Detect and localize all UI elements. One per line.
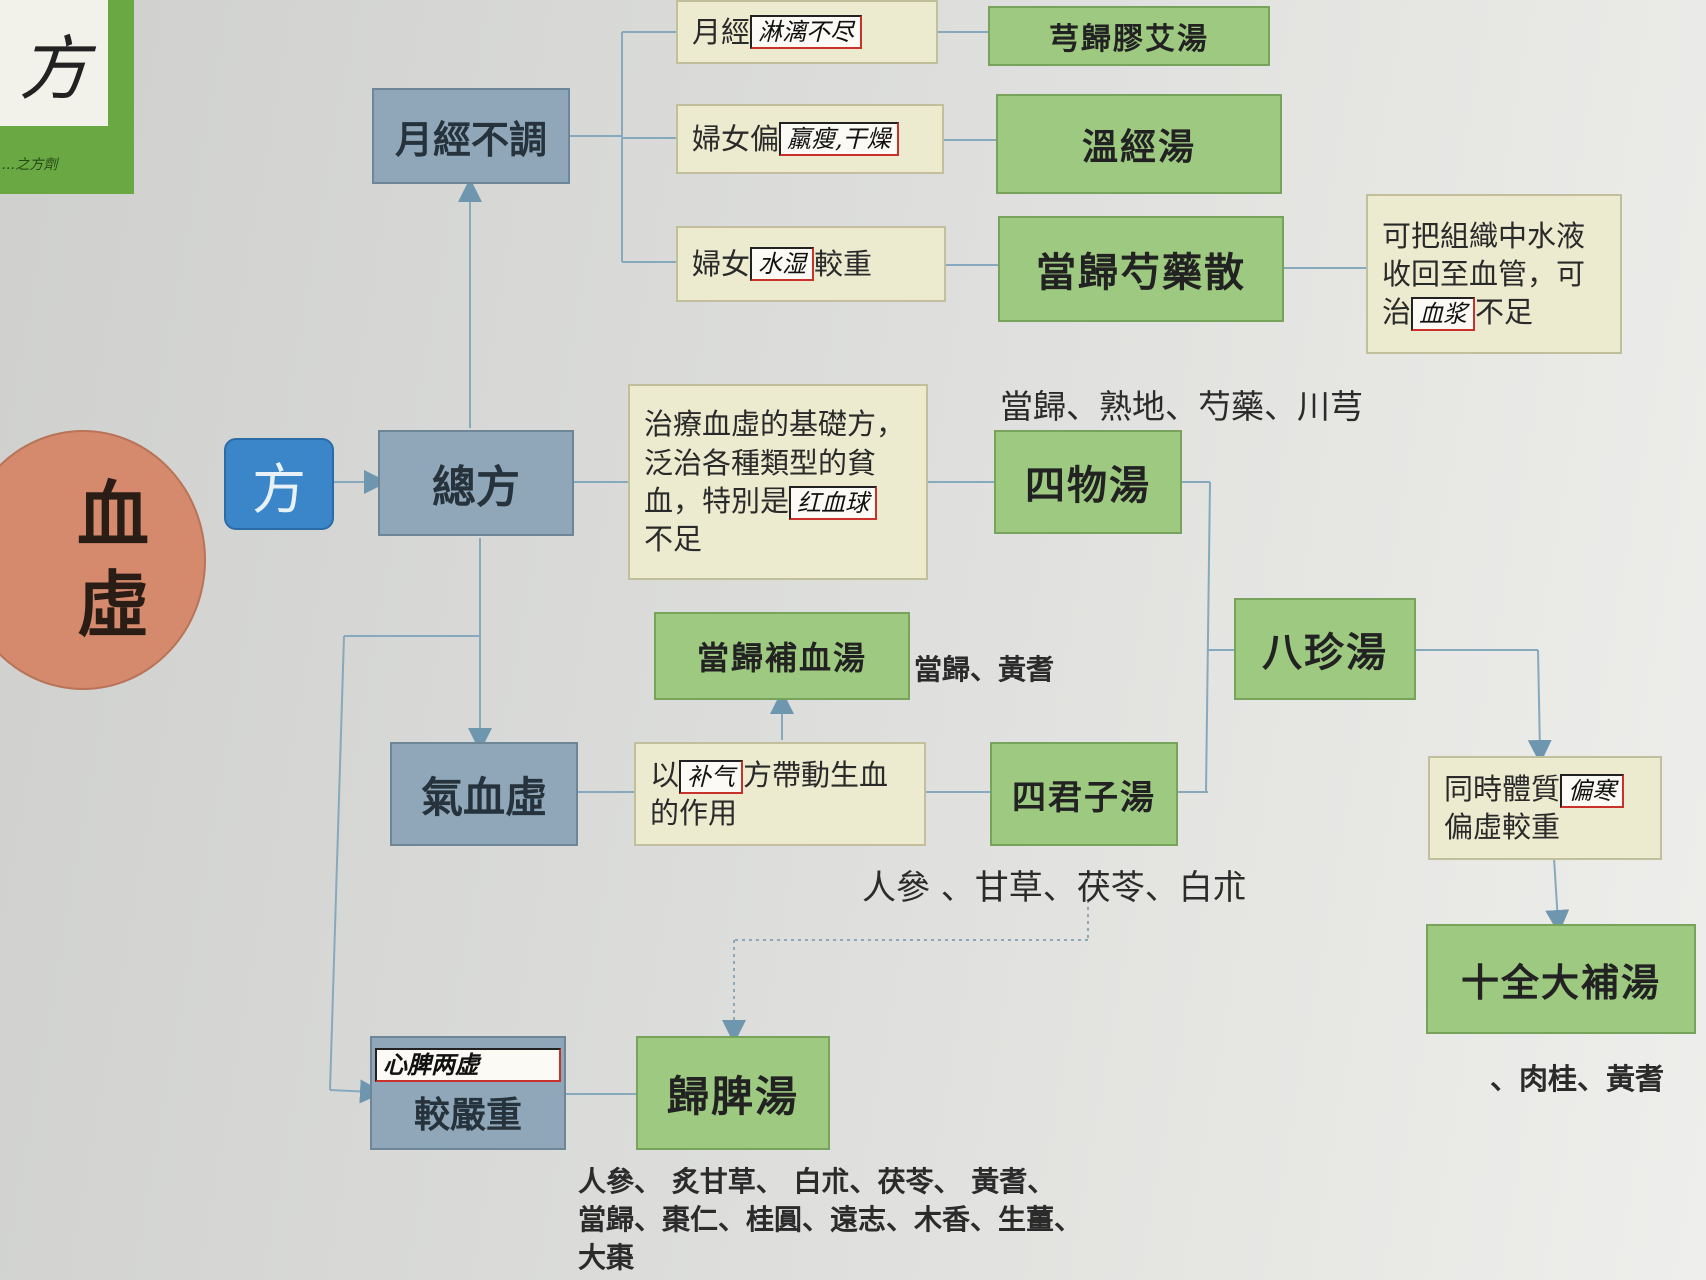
condition-6-suffix: 不足 [1475, 295, 1534, 330]
herbs-gui-pi-line3: 大棗 [578, 1241, 635, 1274]
condition-3-handwriting: 水湿 [750, 247, 815, 281]
condition-tonify-qi: 以补气方帶動生血 的作用 [634, 742, 926, 846]
formula-8-label: 十全大補湯 [1460, 960, 1661, 1005]
condition-6-handwriting: 血浆 [1411, 297, 1476, 332]
formula-2-label: 溫經湯 [1081, 127, 1196, 168]
formula-xiong-gui-jiao-ai: 芎歸膠艾湯 [988, 6, 1270, 66]
circle-char-2: 虛 [76, 562, 149, 647]
formula-dang-gui-shao-yao: 當歸芍藥散 [998, 216, 1284, 322]
condition-6-line3: 治血浆不足 [1382, 293, 1534, 332]
formula-si-wu: 四物湯 [994, 430, 1182, 534]
condition-thin-dry: 婦女偏 羸瘦,干燥 [676, 104, 944, 174]
condition-menstrual-dripping: 月經 淋漓不尽 [676, 0, 938, 64]
condition-4-line2: 泛治各種類型的貧 [644, 445, 877, 480]
condition-4-line4: 不足 [644, 522, 703, 557]
logo-card: 方 ...之方劑 [0, 0, 134, 194]
condition-1-prefix: 月經 [692, 14, 751, 49]
condition-5-suffix: 方帶動生血 [743, 757, 889, 792]
formula-7-label: 八珍湯 [1262, 630, 1388, 676]
condition-2-prefix: 婦女偏 [692, 121, 780, 156]
condition-6-line1: 可把組織中水液 [1382, 218, 1586, 253]
condition-4-line3: 血，特別是红血球 [644, 482, 878, 520]
formula-gui-pi: 歸脾湯 [636, 1036, 830, 1150]
circle-char-1: 血 [76, 472, 149, 557]
condition-2-handwriting: 羸瘦,干燥 [779, 122, 899, 156]
node-general-formula-label: 總方 [432, 462, 520, 513]
condition-5-line1: 以补气方帶動生血 [650, 756, 888, 794]
node-heart-spleen-handwriting: 心脾两虚 [375, 1048, 561, 1082]
herbs-shi-quan: 、肉桂、黃耆 [1490, 1062, 1665, 1096]
formula-9-label: 歸脾湯 [666, 1071, 799, 1121]
formula-dang-gui-bu-xue: 當歸補血湯 [654, 612, 910, 700]
condition-5-line2: 的作用 [650, 796, 738, 830]
condition-6-line2: 收回至血管，可 [1382, 256, 1586, 291]
node-qi-blood-deficiency-label: 氣血虛 [420, 772, 547, 822]
formula-1-label: 芎歸膠艾湯 [1049, 22, 1209, 57]
condition-4-line3-prefix: 血，特別是 [644, 484, 790, 518]
condition-7-line2: 偏虛較重 [1444, 810, 1561, 844]
herbs-bu-xue: 當歸、黃耆 [914, 653, 1055, 686]
condition-6-prefix: 治 [1382, 295, 1412, 330]
condition-7-prefix: 同時體質 [1444, 771, 1561, 806]
blood-deficiency-circle: 血 虛 [0, 430, 206, 690]
condition-3-suffix: 較重 [814, 246, 873, 281]
fang-label: 方 [224, 438, 334, 530]
herbs-gui-pi-line2: 當歸、棗仁、桂圓、遠志、木香、生薑、 [578, 1203, 1083, 1236]
formula-5-label: 當歸補血湯 [696, 639, 867, 677]
node-general-formula: 總方 [378, 430, 574, 536]
condition-plasma: 可把組織中水液 收回至血管，可 治血浆不足 [1366, 194, 1622, 354]
node-qi-blood-deficiency: 氣血虛 [390, 742, 578, 846]
condition-cold-deficiency: 同時體質偏寒 偏虛較重 [1428, 756, 1662, 860]
formula-3-label: 當歸芍藥散 [1036, 250, 1246, 296]
condition-damp-heavy: 婦女 水湿 較重 [676, 226, 946, 302]
logo-text: 方 [19, 27, 89, 110]
logo-caption: ...之方劑 [2, 157, 58, 173]
condition-4-handwriting: 红血球 [789, 486, 878, 520]
condition-3-prefix: 婦女 [692, 246, 751, 281]
herbs-gui-pi-line1: 人參、 炙甘草、 白朮、茯苓、 黃耆、 [578, 1165, 1056, 1198]
logo-inner: 方 [0, 0, 108, 126]
formula-shi-quan-da-bu: 十全大補湯 [1426, 924, 1696, 1034]
formula-wen-jing: 溫經湯 [996, 94, 1282, 194]
node-irregular-menstruation-label: 月經不調 [394, 117, 547, 162]
node-heart-spleen-label: 較嚴重 [413, 1095, 522, 1136]
condition-5-prefix: 以 [650, 757, 680, 792]
formula-si-jun-zi: 四君子湯 [990, 742, 1178, 846]
condition-1-handwriting: 淋漓不尽 [750, 15, 863, 49]
node-irregular-menstruation: 月經不調 [372, 88, 570, 184]
formula-6-label: 四君子湯 [1012, 777, 1156, 818]
node-heart-spleen: 心脾两虚 較嚴重 [370, 1036, 566, 1150]
fang-label-text: 方 [252, 457, 306, 521]
condition-5-handwriting: 补气 [679, 759, 744, 794]
formula-4-label: 四物湯 [1025, 463, 1151, 509]
herbs-si-wu: 當歸、熟地、芍藥、川芎 [1000, 387, 1363, 426]
formula-ba-zhen: 八珍湯 [1234, 598, 1416, 700]
condition-7-line1: 同時體質偏寒 [1444, 770, 1625, 808]
condition-7-handwriting: 偏寒 [1560, 773, 1625, 808]
condition-basic-formula: 治療血虛的基礎方， 泛治各種類型的貧 血，特別是红血球 不足 [628, 384, 928, 580]
condition-4-line1: 治療血虛的基礎方， [644, 407, 906, 442]
herbs-si-jun-zi: 人參 、甘草、茯苓、白朮 [862, 868, 1247, 908]
